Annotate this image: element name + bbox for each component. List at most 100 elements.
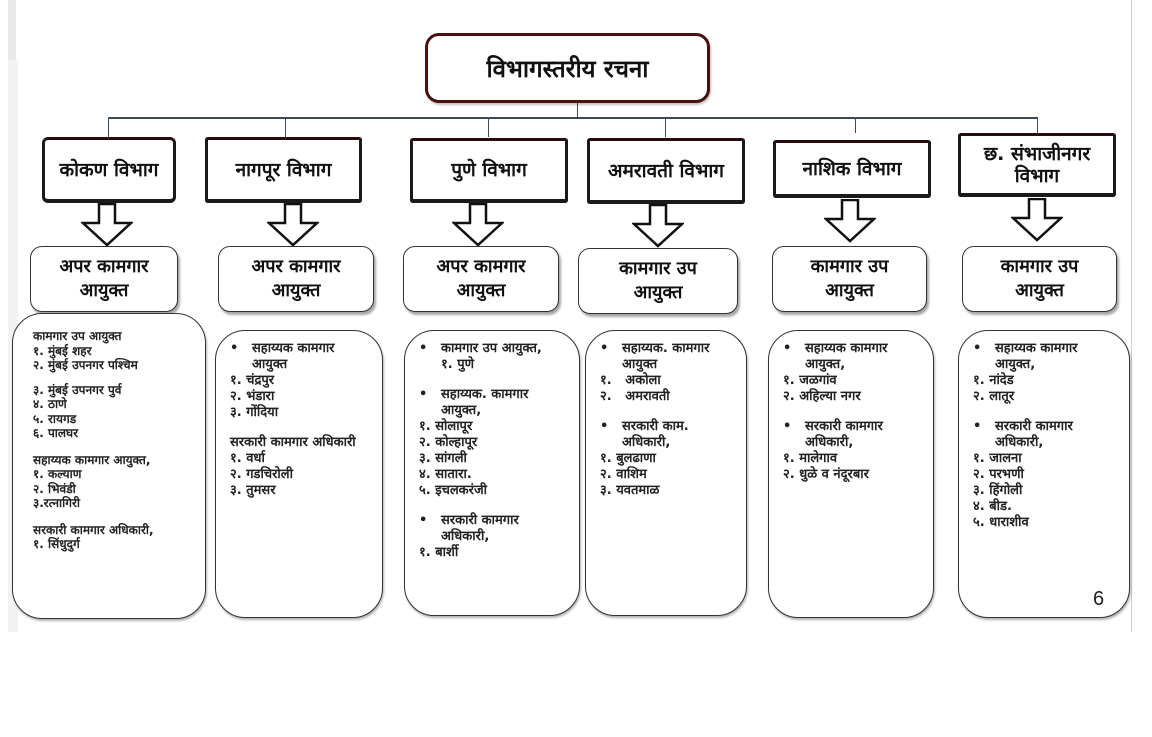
division-box-kokan: कोकण विभाग [42,137,176,203]
bullet-icon: • [419,341,428,356]
office-group: • सहाय्यक. कामगार आयुक्त, १. सोलापूर २. क… [419,387,569,499]
list-item: ३. तुमसर [230,483,276,498]
list-item: १. सिंधुदुर्ग [33,537,80,551]
office-group: • सहाय्यक कामगार आयुक्त १. चंद्रपुर २. भं… [230,341,372,421]
group-title: सरकारी कामगार अधिकारी, [441,513,519,544]
bullet-icon: • [419,513,428,528]
office-group: •सरकारी कामगार अधिकारी, १. मालेगाव २. धु… [783,419,923,483]
connector-horizontal-bus [108,117,1038,119]
officer-title: अपर कामगार आयुक्त [251,256,341,301]
division-box-pune: पुणे विभाग [410,138,568,203]
officer-title: अपर कामगार आयुक्त [59,256,149,301]
division-box-amravati: अमरावती विभाग [587,138,745,204]
officer-title: कामगार उप आयुक्त [619,258,697,303]
group-title: कामगार उप आयुक्त, [441,341,542,356]
group-title: कामगार उप आयुक्त [33,329,122,343]
list-spacer [33,373,195,383]
list-item: १. नांदेड [973,373,1014,388]
root-node: विभागस्तरीय रचना [425,33,710,103]
list-item: २. परभणी [973,467,1024,482]
division-name: नाशिक विभाग [802,157,902,180]
group-title: सरकारी कामगार अधिकारी, [995,419,1073,450]
group-title: सरकारी कामगार अधिकारी, [33,522,154,537]
office-group: सरकारी कामगार अधिकारी, १. सिंधुदुर्ग [33,523,195,552]
down-arrow-icon [452,203,504,247]
bullet-icon: • [600,341,609,356]
group-title: सरकारी कामगार अधिकारी, [805,419,883,450]
list-item: १. वर्धा [230,451,265,466]
list-item: १. बुलढाणा [600,451,656,466]
list-item: ३. सांगली [419,451,467,466]
connector-root-stem [577,103,578,117]
list-item: १. मुंबई शहर [33,343,92,358]
officer-box-nashik: कामगार उप आयुक्त [772,246,927,312]
list-item: ४. बीड. [973,499,1012,514]
division-name: अमरावती विभाग [608,159,724,182]
list-item: २. अमरावती [600,389,670,404]
officer-box-sambhajinagar: कामगार उप आयुक्त [962,246,1117,312]
officer-box-amravati: कामगार उप आयुक्त [578,248,738,314]
connector-nagpur [285,117,286,137]
division-box-nagpur: नागपूर विभाग [205,137,362,203]
down-arrow-icon [1011,198,1063,242]
list-item: ४. सातारा. [419,467,472,482]
group-title: सहाय्यक कामगार आयुक्त, [33,452,151,467]
list-item: ५. धाराशीव [973,515,1029,530]
list-item: १. जालना [973,451,1022,466]
list-item: १. चंद्रपुर [230,373,275,388]
detail-box-amravati: • सहाय्यक. कामगार आयुक्त १. अकोला २. अमरा… [585,330,747,616]
detail-box-nashik: •सहाय्यक कामगार आयुक्त, १. जळगांव २. अहि… [768,330,934,618]
officer-box-pune: अपर कामगार आयुक्त [403,246,559,312]
list-item: ४. ठाणे [33,397,67,411]
list-item: ५. रायगड [33,411,77,426]
officer-title: अपर कामगार आयुक्त [436,256,526,301]
office-group: सहाय्यक कामगार आयुक्त, १. कल्याण २. भिवं… [33,453,195,511]
office-group: •सरकारी कामगार अधिकारी, १. जालना २. परभण… [973,419,1119,531]
list-item: ३. मुंबई उपनगर पुर्व [33,382,122,397]
office-group: कामगार उप आयुक्त १. मुंबई शहर २. मुंबई उ… [33,329,195,441]
list-item: २. वाशिम [600,467,647,482]
list-item: १. सोलापूर [419,419,473,434]
detail-box-pune: • कामगार उप आयुक्त, १. पुणे • सहाय्यक. काम… [404,330,580,616]
office-group: सरकारी कामगार अधिकारी १. वर्धा २. गडचिरो… [230,435,372,499]
office-group: •सरकारी काम. अधिकारी, १. बुलढाणा २. वाशि… [600,419,736,499]
list-item: १. बार्शी [419,545,459,560]
bullet-icon: • [419,387,428,402]
list-item: १. मालेगाव [783,451,838,466]
office-group: • सरकारी कामगार अधिकारी, १. बार्शी [419,513,569,561]
list-item: २. लातूर [973,389,1015,404]
list-item: १. अकोला [600,373,661,388]
office-group: •सहाय्यक कामगार आयुक्त, १. नांदेड २. लात… [973,341,1119,405]
bullet-icon: • [230,341,239,356]
list-item: ३.रत्नागिरी [33,496,81,510]
list-item: १. जळगांव [783,373,837,388]
group-title: सहाय्यक. कामगार आयुक्त, [441,387,529,418]
group-title: सहाय्यक कामगार आयुक्त [252,341,335,372]
connector-amravati [665,117,666,137]
root-title: विभागस्तरीय रचना [486,54,649,83]
down-arrow-icon [81,203,133,247]
list-item: ३. गोंदिया [230,405,279,420]
officer-box-kokan: अपर कामगार आयुक्त [30,246,178,312]
list-item: २. भंडारा [230,389,275,404]
list-item: १. पुणे [441,357,475,372]
bullet-icon: • [783,341,792,356]
division-box-nashik: नाशिक विभाग [773,140,931,198]
group-title: सहाय्यक. कामगार आयुक्त [622,341,710,372]
division-box-sambhajinagar: छ. संभाजीनगर विभाग [958,133,1116,197]
office-group: • कामगार उप आयुक्त, १. पुणे [419,341,569,373]
list-item: २. कोल्हापूर [419,435,478,450]
list-item: ३. हिंगोली [973,483,1023,498]
division-name: छ. संभाजीनगर विभाग [983,142,1091,187]
down-arrow-icon [632,204,684,248]
division-name: पुणे विभाग [451,159,527,181]
division-name: कोकण विभाग [59,158,159,181]
list-item: २. अहिल्या नगर [783,389,861,404]
officer-box-nagpur: अपर कामगार आयुक्त [218,246,374,312]
list-item: ६. पालघर [33,426,79,440]
bullet-icon: • [783,419,792,434]
connector-nashik [855,117,856,133]
detail-box-nagpur: • सहाय्यक कामगार आयुक्त १. चंद्रपुर २. भं… [215,330,383,618]
connector-sambhajinagar [1037,117,1038,135]
page-number: 6 [1093,588,1105,610]
